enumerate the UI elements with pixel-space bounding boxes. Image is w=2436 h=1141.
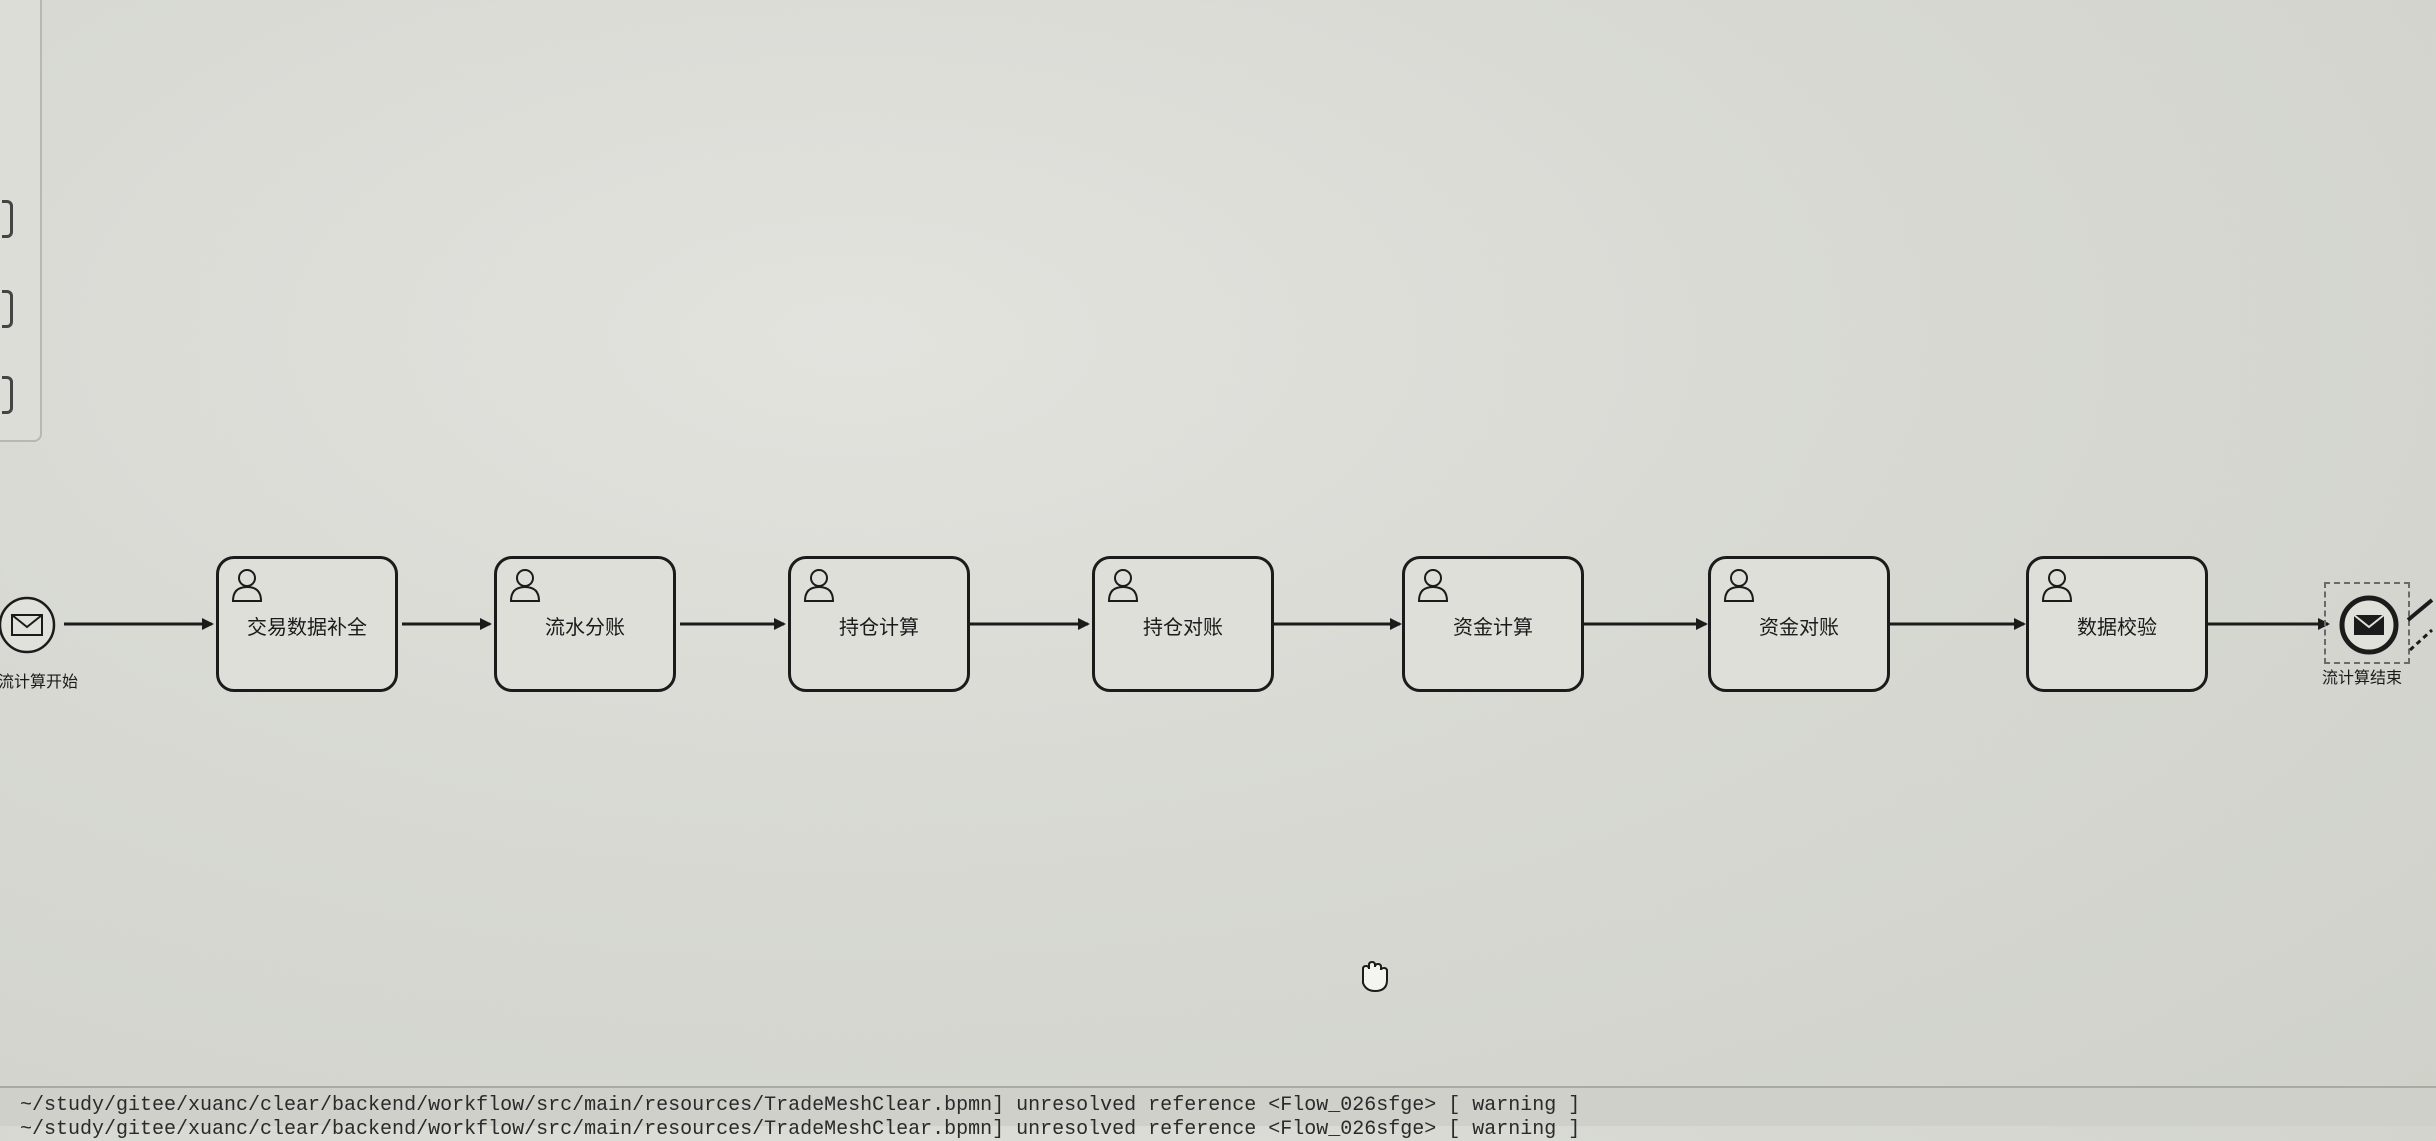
task-fund-reconcile[interactable]: 资金对账 — [1708, 556, 1890, 692]
task-position-reconcile[interactable]: 持仓对账 — [1092, 556, 1274, 692]
task-position-calc[interactable]: 持仓计算 — [788, 556, 970, 692]
bpmn-canvas[interactable]: 流计算开始 交易数据补全 流水分账 持仓计算 持仓对账 资金计算 资金对账 数据… — [0, 0, 2436, 1090]
palette-tool-space[interactable] — [2, 290, 13, 328]
sequence-flows — [64, 618, 2330, 630]
user-icon — [1723, 569, 1755, 602]
task-fund-calc[interactable]: 资金计算 — [1402, 556, 1584, 692]
user-icon — [1107, 569, 1139, 602]
task-trade-data-completion[interactable]: 交易数据补全 — [216, 556, 398, 692]
console-panel: ~/study/gitee/xuanc/clear/backend/workfl… — [0, 1086, 2436, 1141]
context-pad[interactable] — [2406, 594, 2436, 654]
palette-tool-connect[interactable] — [2, 376, 13, 414]
grab-cursor-icon — [1362, 960, 1388, 993]
task-flow-split[interactable]: 流水分账 — [494, 556, 676, 692]
task-label: 持仓对账 — [1143, 617, 1223, 639]
start-event[interactable] — [0, 590, 62, 660]
task-label: 交易数据补全 — [247, 617, 367, 639]
user-icon — [1417, 569, 1449, 602]
user-icon — [231, 569, 263, 602]
palette-tool-lasso[interactable] — [2, 200, 13, 238]
envelope-filled-icon — [2353, 614, 2385, 635]
selection-box — [2324, 582, 2410, 664]
console-line: ~/study/gitee/xuanc/clear/backend/workfl… — [20, 1118, 1581, 1141]
end-event[interactable] — [2334, 590, 2404, 660]
start-event-label: 流计算开始 — [0, 674, 79, 691]
task-label: 资金计算 — [1453, 617, 1533, 639]
task-data-validation[interactable]: 数据校验 — [2026, 556, 2208, 692]
user-icon — [803, 569, 835, 602]
tool-palette — [0, 0, 42, 442]
task-label: 资金对账 — [1759, 617, 1839, 639]
envelope-icon — [11, 614, 43, 636]
task-label: 持仓计算 — [839, 617, 919, 639]
user-icon — [2041, 569, 2073, 602]
task-label: 数据校验 — [2077, 617, 2157, 639]
task-label: 流水分账 — [545, 617, 625, 639]
console-line: ~/study/gitee/xuanc/clear/backend/workfl… — [20, 1094, 1581, 1117]
end-event-label: 流计算结束 — [2322, 670, 2403, 687]
user-icon — [509, 569, 541, 602]
